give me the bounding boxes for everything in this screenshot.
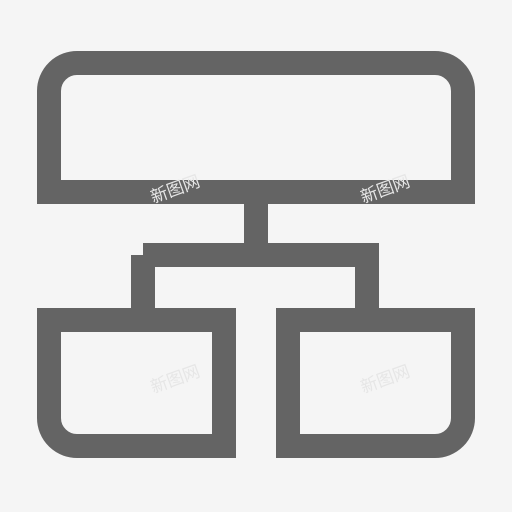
bottom-right-node-box: [276, 308, 475, 458]
watermark-text: 新图网: [358, 362, 413, 398]
horizontal-connector: [143, 243, 379, 320]
watermark-text: 新图网: [148, 362, 203, 398]
bottom-left-node-box: [37, 308, 236, 458]
